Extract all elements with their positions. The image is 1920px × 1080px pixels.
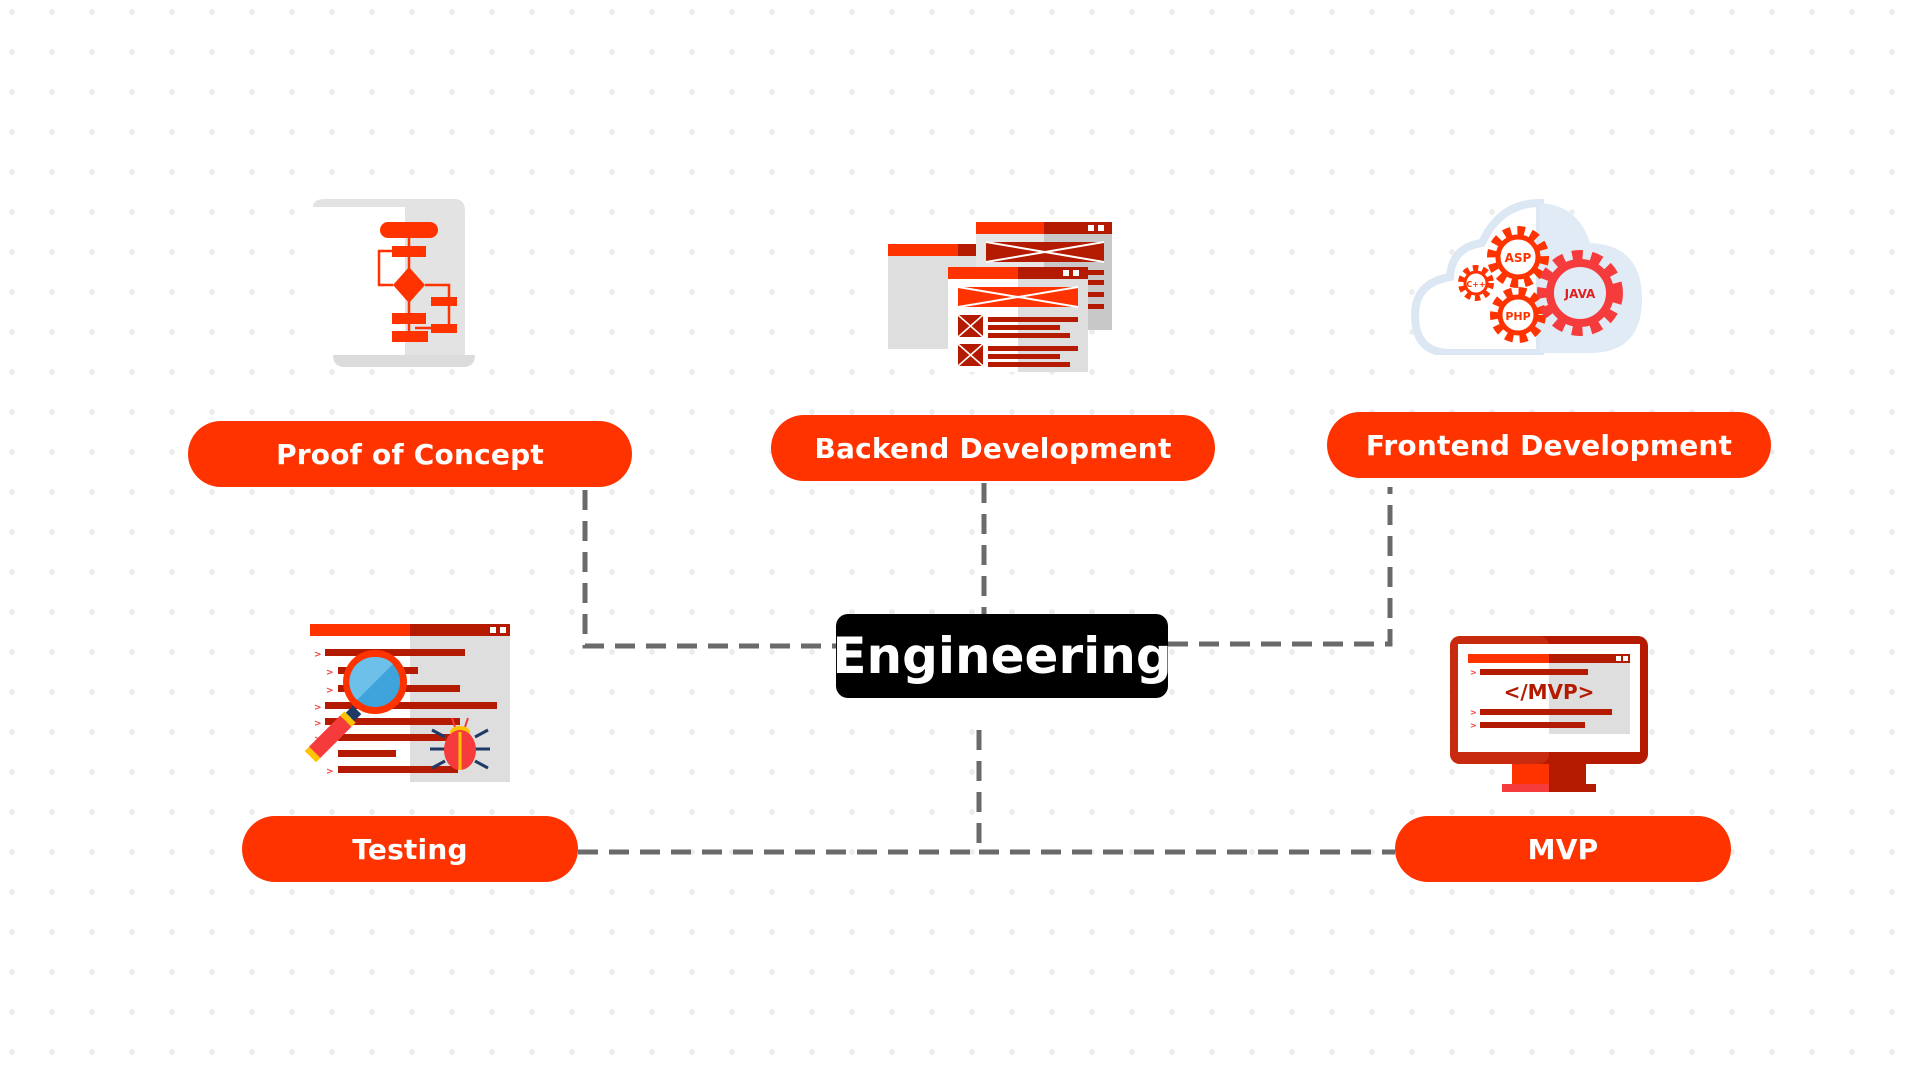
gear-asp: ASP [1487, 226, 1549, 288]
node-backend-development[interactable]: Backend Development [771, 415, 1215, 481]
svg-text:>: > [1470, 708, 1477, 717]
svg-text:>: > [314, 703, 322, 713]
svg-text:>: > [314, 719, 322, 729]
cloud-gears-icon: ASP C++ PHP JAVA [1410, 198, 1642, 355]
flowchart-scroll-icon [313, 199, 475, 367]
svg-text:C++: C++ [1466, 280, 1485, 289]
bug-search-icon: >>> >>> > [304, 624, 510, 782]
mvp-code-text: </MVP> [1504, 680, 1595, 704]
browser-windows-wireframe-icon [888, 222, 1112, 372]
node-proof-of-concept[interactable]: Proof of Concept [188, 421, 632, 487]
monitor-mvp-icon: > > > </MVP> [1450, 636, 1648, 792]
gear-php: PHP [1490, 287, 1546, 343]
gear-java: JAVA [1537, 250, 1623, 336]
svg-text:>: > [326, 686, 334, 696]
connector-frontend [1168, 487, 1393, 647]
svg-text:PHP: PHP [1505, 310, 1530, 323]
svg-text:>: > [1470, 668, 1477, 677]
svg-text:>: > [314, 650, 322, 660]
svg-text:>: > [326, 668, 334, 678]
node-frontend-development[interactable]: Frontend Development [1327, 412, 1771, 478]
center-node-engineering[interactable]: Engineering [832, 614, 1172, 698]
gear-cpp: C++ [1458, 265, 1494, 301]
svg-text:ASP: ASP [1505, 251, 1532, 265]
node-testing[interactable]: Testing [242, 816, 578, 882]
node-mvp[interactable]: MVP [1395, 816, 1731, 882]
svg-text:JAVA: JAVA [1564, 287, 1596, 301]
connector-poc [582, 490, 836, 649]
svg-text:>: > [1470, 721, 1477, 730]
bug [430, 717, 490, 770]
svg-text:>: > [326, 767, 334, 777]
